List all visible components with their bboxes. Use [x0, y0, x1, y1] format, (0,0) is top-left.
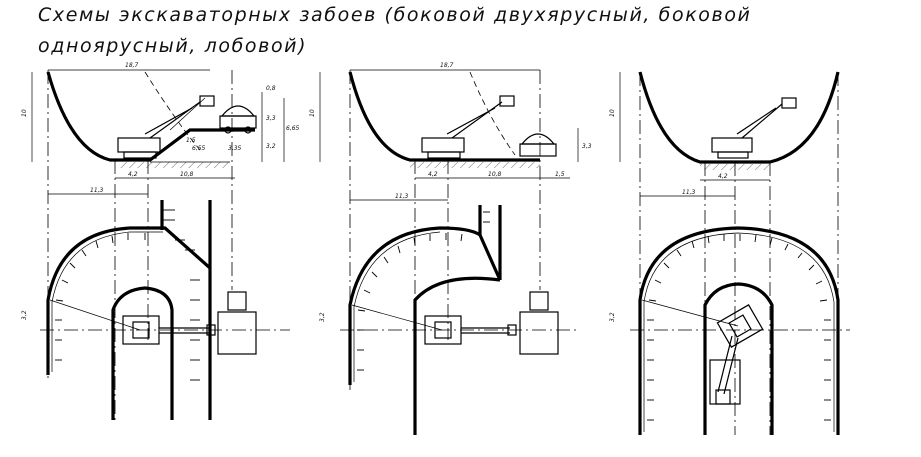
dim-right-2: 10,8 [488, 171, 502, 178]
section-view-2: 18,7 10 3,3 4,2 10,8 1,5 11,3 [309, 62, 592, 201]
dim-h4-1: 3,2 [266, 143, 276, 150]
dim-top-width-2: 18,7 [440, 62, 454, 69]
section-view-3: 10 4,2 11,3 [609, 71, 840, 197]
truck-1 [219, 105, 257, 134]
dim-left-2: 4,2 [428, 171, 438, 178]
excavator-1 [117, 95, 215, 159]
dim-h1-1: 0,8 [266, 85, 276, 92]
dim-bench-1: 1,5 [186, 137, 196, 144]
plan-view-3: 3,2 [609, 226, 850, 435]
dim-plan-1: 3,2 [21, 310, 28, 320]
dim-b2-1: 3,35 [228, 145, 242, 152]
dim-height-2: 10 [309, 109, 316, 117]
dim-left-3: 4,2 [718, 173, 728, 180]
dim-h2-1: 3,3 [266, 115, 276, 122]
plan-view-2: 3,2 [319, 205, 580, 435]
dim-total-1: 11,3 [90, 187, 104, 194]
scheme-side-one-tier: 18,7 10 3,3 4,2 10,8 1,5 11,3 [309, 62, 592, 435]
dim-plan-2: 3,2 [319, 312, 326, 322]
dim-height-1: 10 [21, 109, 28, 117]
scheme-side-two-tier: 18,7 10 0,8 3,3 6,65 3,2 1,5 6,55 3,35 4… [21, 62, 300, 420]
dim-bench-2: 1,5 [555, 171, 565, 178]
dim-plan-3: 3,2 [609, 312, 616, 322]
plan-view-1: 3,2 [21, 200, 290, 420]
excavator-3 [711, 97, 797, 159]
dim-total-3: 11,3 [682, 189, 696, 196]
dim-b1-1: 6,55 [192, 145, 206, 152]
truck-2 [519, 133, 557, 157]
scheme-frontal: 10 4,2 11,3 [609, 71, 850, 435]
dim-top-width-1: 18,7 [125, 62, 139, 69]
dim-h2-2: 3,3 [582, 143, 592, 150]
diagram-title: Схемы экскаваторных забоев (боковой двух… [38, 4, 752, 57]
section-view-1: 18,7 10 0,8 3,3 6,65 3,2 1,5 6,55 3,35 4… [21, 62, 300, 195]
dim-h3-1: 6,65 [286, 125, 300, 132]
dim-height-3: 10 [609, 109, 616, 117]
dim-right-1: 10,8 [180, 171, 194, 178]
dim-total-2: 11,3 [395, 193, 409, 200]
excavator-2 [421, 95, 515, 159]
dim-left-1: 4,2 [128, 171, 138, 178]
